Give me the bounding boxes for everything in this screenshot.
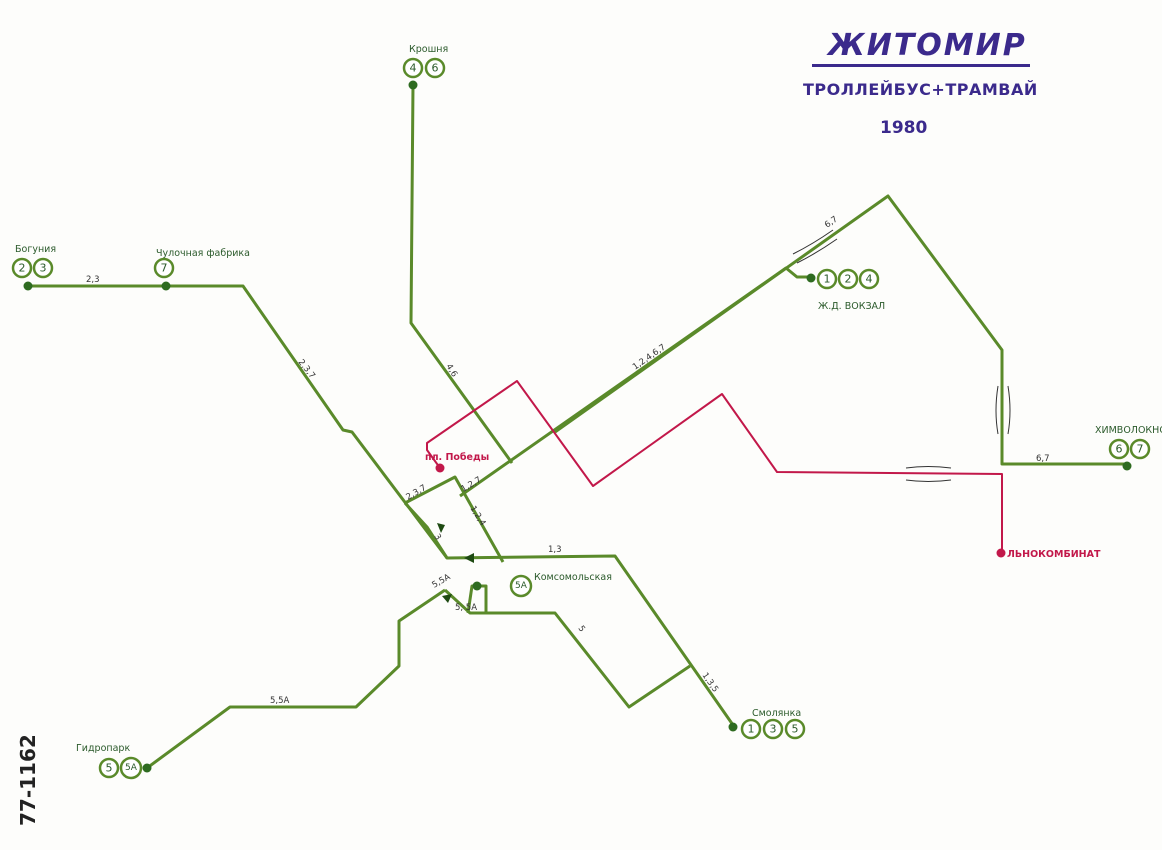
stop-name: Ж.Д. ВОКЗАЛ	[818, 301, 885, 312]
stop-pl-pobedy: пл. Победы	[425, 452, 489, 473]
segment-labels: 2,3 2,3,7 4,6 1,2,4,6,7 6,7 6,7 2,3,7 1,…	[86, 215, 1050, 706]
stop-dot	[161, 281, 171, 291]
stop-dot	[1122, 461, 1132, 471]
seg-label: 5, 5А	[455, 603, 477, 613]
route-badge: 5А	[515, 581, 528, 591]
tram-stops: пл. Победы ЛЬНОКОМБИНАТ	[425, 452, 1101, 560]
seg-label: 5	[576, 624, 587, 634]
trolleybus-stops: Крошня 4 6 Богуния 2 3 Чулочная фабрика …	[11, 44, 1162, 780]
stop-name: пл. Победы	[425, 452, 489, 463]
seg-label: 1,2,7	[460, 475, 484, 494]
line-smolyanka-branch	[443, 588, 691, 709]
direction-arrows	[437, 523, 474, 603]
stop-dot	[728, 722, 738, 732]
title-underline	[812, 64, 1030, 67]
tram-network	[426, 380, 1003, 553]
route-badge: 3	[40, 262, 47, 275]
route-badge: 4	[410, 62, 417, 75]
stop-bogunia: Богуния 2 3	[11, 244, 56, 291]
line-center-inner	[404, 475, 505, 563]
stop-dot	[472, 581, 482, 591]
seg-label: 2,3,7	[405, 483, 429, 502]
route-badge: 5	[106, 762, 113, 775]
seg-label: 5,5А	[270, 696, 290, 706]
stop-smolyanka: Смолянка 1 3 5	[728, 708, 806, 740]
line-kroshnya	[409, 84, 514, 464]
crossing-marks	[792, 229, 1011, 482]
seg-label: 1,2,4	[467, 504, 487, 528]
stop-dot	[142, 763, 152, 773]
stop-dot	[996, 548, 1006, 558]
seg-label: 3	[431, 532, 442, 542]
stop-name: Комсомольская	[534, 572, 612, 583]
stop-lnokombinat: ЛЬНОКОМБИНАТ	[996, 548, 1101, 560]
stop-name: ЛЬНОКОМБИНАТ	[1007, 549, 1101, 560]
line-left-loop	[403, 501, 735, 726]
line-gidropark	[146, 588, 446, 770]
trolleybus-network	[28, 84, 1127, 770]
stop-name: Крошня	[409, 44, 448, 55]
line-bogunia	[28, 284, 449, 559]
stop-name: Богуния	[15, 244, 56, 255]
stop-komsomolskaya: 5А Комсомольская	[472, 572, 612, 598]
route-badge: 7	[161, 262, 168, 275]
seg-label: 1,3	[548, 545, 562, 555]
stop-dot	[408, 80, 418, 90]
route-badge: 3	[770, 723, 777, 736]
line-khimvolokno-loop	[554, 194, 1127, 466]
stop-name: Смолянка	[752, 708, 801, 719]
seg-label: 5,5А	[431, 572, 453, 590]
stop-name: Гидропарк	[76, 743, 130, 754]
seg-label: 6,7	[823, 215, 840, 231]
route-badge: 2	[19, 262, 26, 275]
route-badge: 1	[748, 723, 755, 736]
map-title: ЖИТОМИР	[828, 28, 1027, 63]
map-subtitle: ТРОЛЛЕЙБУС+ТРАМВАЙ	[803, 80, 1038, 99]
tram-line	[426, 380, 1003, 553]
catalog-number: 77-1162	[16, 734, 40, 826]
route-badge: 6	[1116, 443, 1123, 456]
route-badge: 2	[845, 273, 852, 286]
stop-name: ХИМВОЛОКНО	[1095, 425, 1162, 436]
stop-khimvolokno: ХИМВОЛОКНО 6 7	[1095, 425, 1162, 471]
route-badge: 5	[792, 723, 799, 736]
route-badge: 1	[824, 273, 831, 286]
seg-label: 4,6	[443, 362, 459, 379]
route-badge: 7	[1137, 443, 1144, 456]
stop-kroshnya: Крошня 4 6	[402, 44, 448, 90]
route-badge: 6	[432, 62, 439, 75]
stop-vokzal: 1 2 4 Ж.Д. ВОКЗАЛ	[806, 268, 885, 312]
stop-chulochnaya: Чулочная фабрика 7	[153, 248, 250, 291]
stop-name: Чулочная фабрика	[156, 248, 250, 259]
stop-gidropark: Гидропарк 5 5А	[76, 743, 152, 780]
seg-label: 6,7	[1036, 454, 1050, 464]
stop-dot	[806, 273, 816, 283]
route-badge: 5А	[125, 763, 138, 773]
route-badge: 4	[866, 273, 873, 286]
stop-dot	[435, 463, 445, 473]
map-year: 1980	[880, 118, 928, 138]
stop-dot	[23, 281, 33, 291]
seg-label: 2,3	[86, 275, 100, 285]
